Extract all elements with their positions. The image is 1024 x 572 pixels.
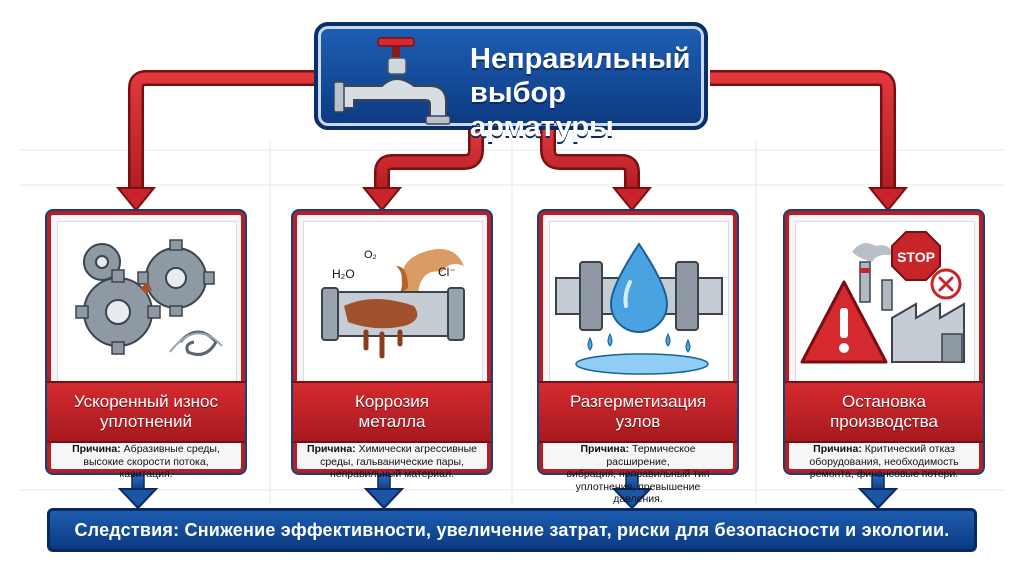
title-box (314, 22, 708, 130)
card-1-title-line-1: Ускоренный износ (73, 392, 218, 411)
consequences-text: Следствия: Снижение эффективности, увели… (74, 519, 950, 540)
card-2-art: H₂O O₂ Cl⁻ (303, 221, 483, 383)
card-2-title-line-1: Коррозия (354, 392, 430, 411)
card-3-title-line-1: Разгерметизация (569, 392, 707, 411)
cause-label: Причина: (813, 443, 862, 455)
card-1-art (57, 221, 237, 383)
cause-label: Причина: (307, 443, 356, 455)
cause-line: неправильный материал. (329, 468, 455, 480)
cause-line: Термическое расширение, (606, 443, 696, 468)
corroded-pipe-icon: H₂O O₂ Cl⁻ (321, 249, 465, 359)
title-line-1: Неправильный (470, 43, 691, 75)
cause-line: оборудования, необходимость (809, 455, 959, 468)
cause-line: ремонта, финансовые потери. (809, 468, 959, 480)
card-1-cause: Причина: Абразивные среды, высокие скоро… (59, 443, 233, 481)
card-4-title-line-1: Остановка (842, 392, 926, 411)
card-4-cause: Причина: Критический отказ оборудования,… (797, 443, 971, 481)
card-4-title-line-2: производства (830, 412, 938, 431)
cause-line: кавитация. (119, 468, 173, 480)
cause-line: среды, гальванические пары, (320, 455, 464, 468)
card-2-title-line-2: металла (358, 412, 426, 431)
card-3-title-line-2: узлов (615, 412, 661, 431)
card-4-art: STOP (795, 221, 975, 383)
cause-line: высокие скорости потока, (83, 455, 209, 468)
cause-line: Абразивные среды, (123, 443, 220, 455)
card-3-art (549, 221, 729, 383)
leaking-pipe-icon (555, 242, 723, 375)
consequences-banner: Следствия: Снижение эффективности, увели… (47, 508, 977, 552)
cause-label: Причина: (72, 443, 121, 455)
water-label: H₂O (332, 267, 355, 281)
page-title: Неправильный выбор арматуры (470, 42, 700, 144)
card-1-title-line-2: уплотнений (100, 412, 192, 431)
cause-label: Причина: (580, 443, 630, 455)
cause-line: вибрация, неправильный тип (566, 468, 710, 480)
cause-line: уплотнения, превышение давления. (575, 480, 701, 506)
cause-line: Химически агрессивные (358, 443, 477, 455)
card-3-cause: Причина: Термическое расширение, вибраци… (551, 443, 725, 506)
cause-line: Критический отказ (864, 443, 955, 455)
chloride-label: Cl⁻ (438, 265, 456, 279)
arrow-to-card-4 (710, 70, 896, 190)
title-line-2: выбор арматуры (470, 77, 614, 143)
factory-stop-icon: STOP (800, 231, 965, 364)
gears-icon (75, 239, 223, 356)
down-arrows-to-footer (117, 474, 899, 510)
stop-sign-text: STOP (897, 249, 935, 265)
arrow-to-card-1 (128, 70, 314, 190)
oxygen-label: O₂ (364, 249, 377, 261)
faucet-icon (334, 37, 451, 125)
card-2-cause: Причина: Химически агрессивные среды, га… (305, 443, 479, 481)
